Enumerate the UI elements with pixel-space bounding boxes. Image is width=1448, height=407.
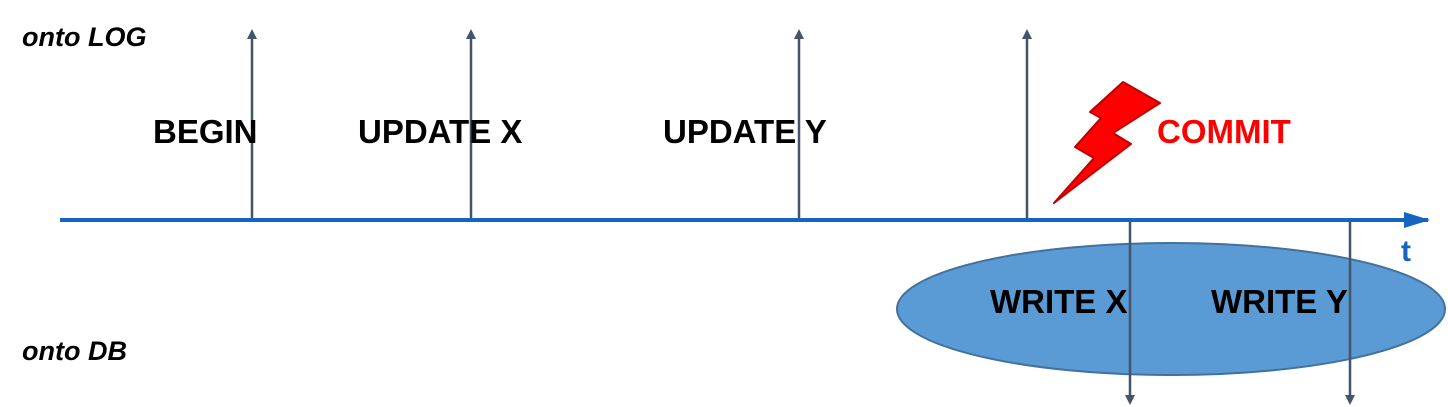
onto-log-label: onto LOG <box>22 22 146 52</box>
event-label-begin: BEGIN <box>153 113 258 150</box>
db-write-label-y: WRITE Y <box>1211 283 1348 320</box>
event-label-commit: COMMIT <box>1157 113 1291 150</box>
event-label-update-y: UPDATE Y <box>663 113 827 150</box>
db-write-label-x: WRITE X <box>990 283 1128 320</box>
time-axis-label: t <box>1401 235 1411 268</box>
event-label-update-x: UPDATE X <box>358 113 522 150</box>
onto-db-label: onto DB <box>22 336 127 366</box>
lightning-bolt-icon <box>1053 81 1161 204</box>
db-write-ellipse <box>896 242 1446 376</box>
